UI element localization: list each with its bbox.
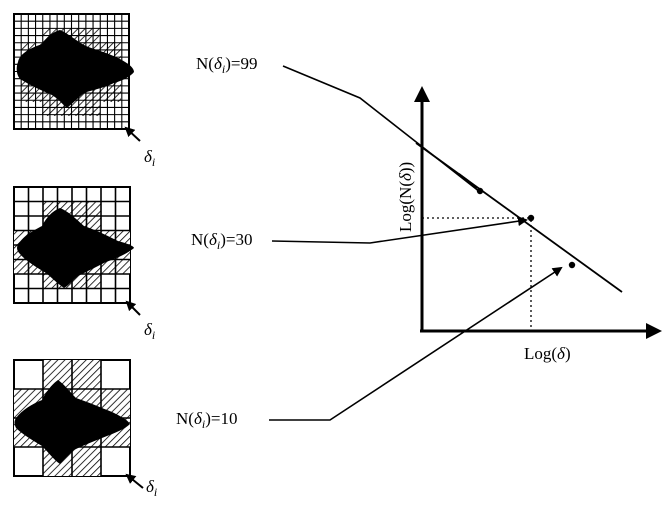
grid-medium-lines [14,187,130,303]
grid-medium: δi [13,186,155,342]
count-label-10-text: N(δi)=10 [176,409,237,431]
box-size-arrow-fine [124,126,141,142]
box-size-arrow-coarse [125,473,144,489]
count-label-10: N(δi)=10 [176,266,563,431]
y-axis-label: Log(N(δ)) [396,162,415,232]
count-label-30: N(δi)=30 [191,216,528,252]
x-axis-arrowhead [646,323,662,339]
leader-line-10 [269,266,563,421]
data-point-10 [568,261,576,269]
box-size-label-medium: δi [144,320,155,342]
grid-fine-lines [14,14,129,129]
grid-fine: δi [13,13,155,169]
box-size-arrow-medium [125,300,141,316]
leader-line-30 [271,216,528,244]
count-label-99-text: N(δi)=99 [196,54,257,76]
count-label-30-text: N(δi)=30 [191,230,252,252]
data-point-99 [476,187,484,195]
leader-line-99 [282,65,481,193]
box-size-label-coarse: δi [146,477,157,499]
grid-coarse: δi [13,359,157,499]
y-axis-arrowhead [414,86,430,102]
grid-coarse-lines [14,360,130,476]
fractal-shape-medium [17,208,134,288]
count-label-99: N(δi)=99 [196,54,481,193]
box-size-label-fine: δi [144,147,155,169]
data-point-30 [527,214,535,222]
log-log-plot: Log(N(δ)) Log(δ) [396,86,662,363]
fit-line [415,142,623,293]
x-axis-label: Log(δ) [524,344,571,363]
